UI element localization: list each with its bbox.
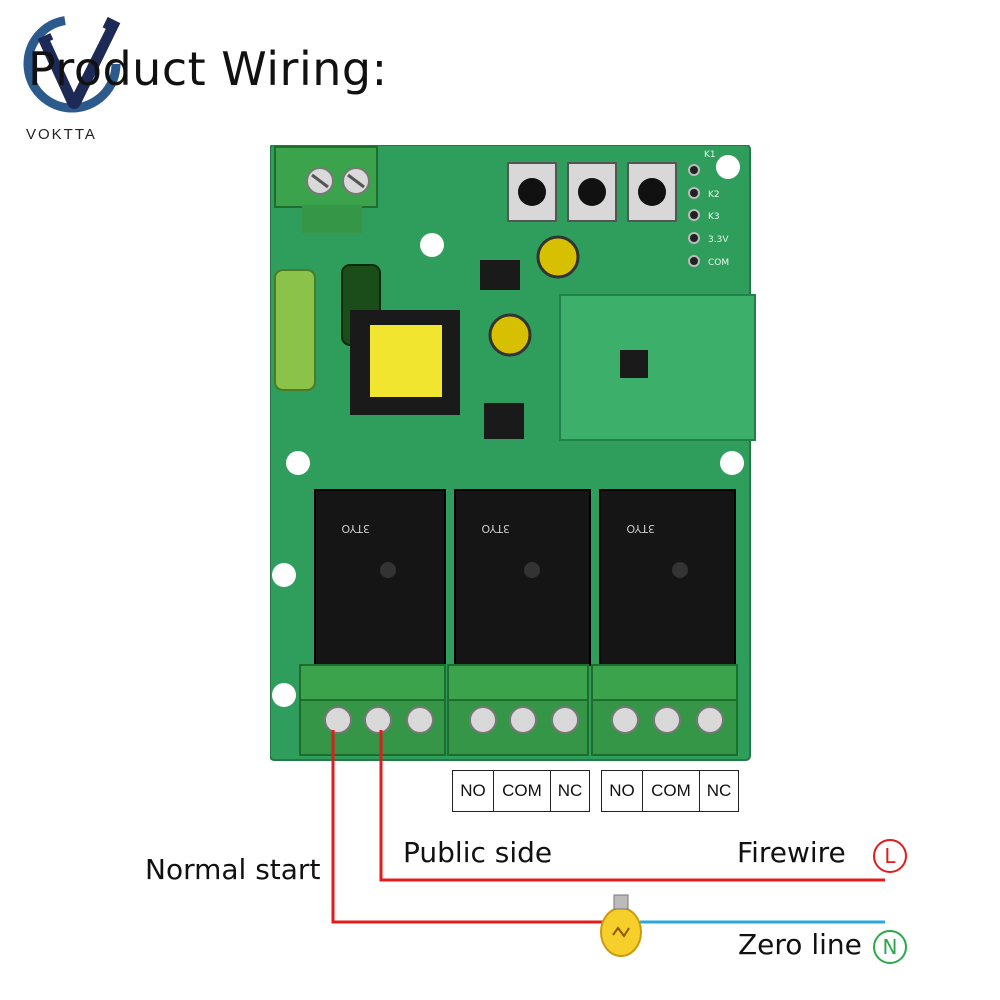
voktta-logo bbox=[23, 15, 121, 113]
firewire-label: Firewire bbox=[737, 836, 846, 869]
wifi-chip bbox=[620, 350, 648, 378]
relay-print: 3TYO bbox=[626, 522, 655, 535]
mounting-hole bbox=[420, 233, 444, 257]
capacitor-top bbox=[488, 313, 532, 357]
terminal-label-no: NO bbox=[453, 771, 494, 811]
output-terminal-3 bbox=[591, 664, 738, 756]
pin-label: 3.3V bbox=[708, 235, 729, 245]
transformer-core bbox=[370, 325, 442, 397]
output-terminal-1 bbox=[299, 664, 446, 756]
bulb-icon bbox=[600, 894, 642, 957]
terminal-label-no: NO bbox=[602, 771, 643, 811]
pin-label: K2 bbox=[708, 190, 720, 200]
pcb-board: K1 K2 K3 3.3V COM 3TYO 3TYO 3TYO bbox=[270, 145, 756, 761]
pin-label: COM bbox=[708, 258, 729, 268]
mounting-hole bbox=[716, 155, 740, 179]
terminal-labels-2: NO COM NC bbox=[452, 770, 590, 812]
mounting-hole bbox=[286, 451, 310, 475]
pin-label: K3 bbox=[708, 212, 720, 222]
relay-print: 3TYO bbox=[481, 522, 510, 535]
wifi-module bbox=[559, 294, 756, 441]
switched-wire bbox=[331, 730, 612, 924]
relay-3 bbox=[599, 489, 736, 666]
relay-print: 3TYO bbox=[341, 522, 370, 535]
terminal-label-com: COM bbox=[494, 771, 551, 811]
relay-1 bbox=[314, 489, 446, 666]
terminal-label-nc: NC bbox=[557, 781, 583, 800]
live-wire bbox=[379, 730, 885, 882]
mounting-hole bbox=[272, 563, 296, 587]
mounting-hole bbox=[272, 683, 296, 707]
capacitor bbox=[274, 269, 316, 391]
terminal-labels-3: NO COM NC bbox=[601, 770, 739, 812]
ic-chip bbox=[484, 403, 524, 439]
page-title: Product Wiring: bbox=[28, 42, 388, 96]
neutral-symbol-icon: N bbox=[873, 930, 907, 964]
public-side-label: Public side bbox=[403, 836, 553, 869]
regulator-chip bbox=[480, 260, 520, 290]
pin-label: K1 bbox=[704, 150, 716, 160]
mounting-hole bbox=[720, 451, 744, 475]
terminal-label-nc: NC bbox=[706, 781, 732, 800]
tact-buttons bbox=[507, 162, 677, 222]
capacitor-top bbox=[536, 235, 580, 279]
zero-line-label: Zero line bbox=[738, 928, 862, 961]
live-symbol-icon: L bbox=[873, 839, 907, 873]
output-terminal-2 bbox=[447, 664, 589, 756]
normal-start-label: Normal start bbox=[145, 853, 321, 886]
header-pins bbox=[688, 164, 700, 267]
brand-name: VOKTTA bbox=[26, 126, 97, 143]
terminal-label-com: COM bbox=[643, 771, 700, 811]
power-terminal-base bbox=[302, 205, 362, 233]
relay-2 bbox=[454, 489, 591, 666]
